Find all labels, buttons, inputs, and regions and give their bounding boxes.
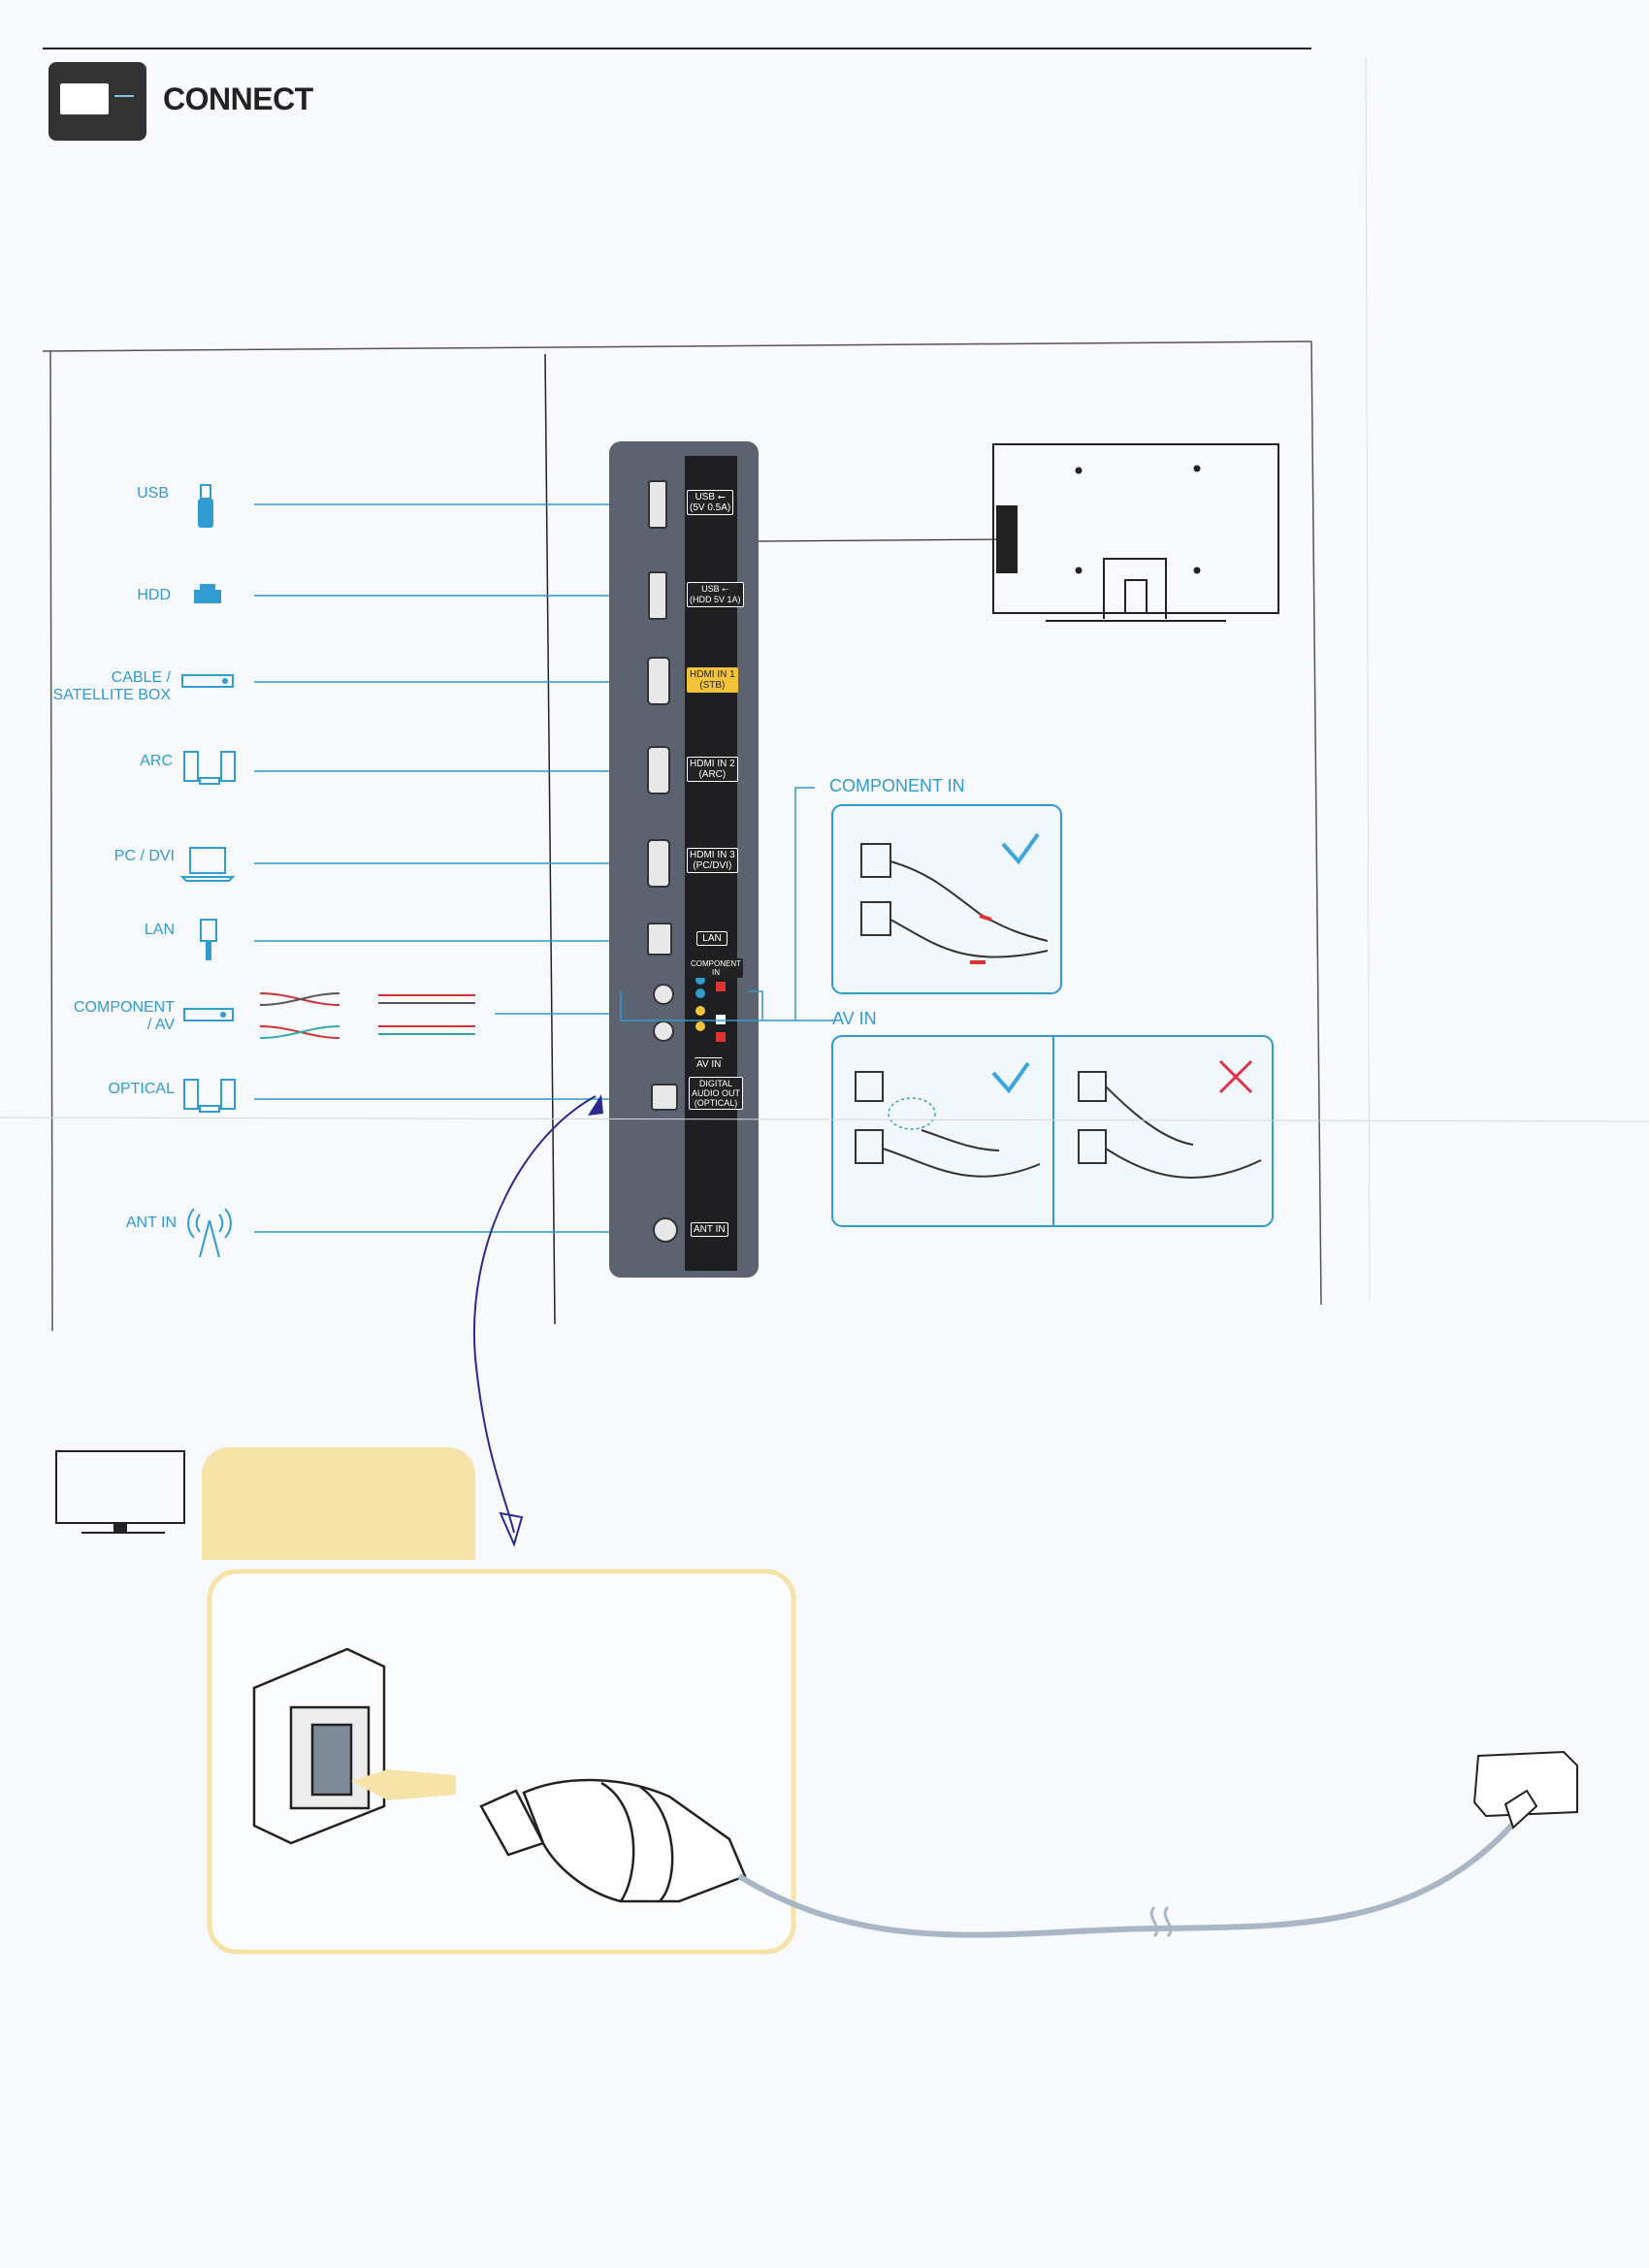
speakers-icon xyxy=(183,751,236,785)
device-label-pc-dvi: PC / DVI xyxy=(113,848,175,864)
port-label-ant-in: ANT IN xyxy=(691,1222,728,1237)
port-label-component-in: COMPONENT IN xyxy=(689,958,743,978)
tv-front-icon xyxy=(55,1450,185,1534)
port-label-lan: LAN xyxy=(696,931,728,946)
port-label-usb-hdd: USB ⭠ (HDD 5V 1A) xyxy=(687,582,744,607)
connect-icon xyxy=(48,62,146,141)
check-mark-icon xyxy=(1001,832,1040,865)
set-top-box-icon xyxy=(181,674,234,688)
device-label-usb: USB xyxy=(137,485,169,502)
device-label-arc: ARC xyxy=(140,753,173,769)
av-receiver-icon xyxy=(183,1008,234,1021)
device-label-ant-in: ANT IN xyxy=(125,1215,177,1231)
device-label-lan: LAN xyxy=(144,922,175,938)
port-label-hdmi-3: HDMI IN 3 (PC/DVI) xyxy=(687,848,738,873)
device-label-component-av: COMPONENT / AV xyxy=(74,999,175,1033)
device-label-hdd: HDD xyxy=(137,587,171,603)
port-label-optical: DIGITAL AUDIO OUT (OPTICAL) xyxy=(689,1077,744,1110)
av-in-title: AV IN xyxy=(832,1009,877,1028)
rca-cables-icon xyxy=(259,992,475,1039)
optical-speakers-icon xyxy=(183,1079,236,1113)
component-in-box xyxy=(831,804,1062,994)
cross-mark-icon xyxy=(1218,1059,1253,1094)
antenna-plug-icon xyxy=(479,1778,747,1903)
laptop-icon xyxy=(179,847,236,882)
device-label-cable-satellite: CABLE / SATELLITE BOX xyxy=(52,669,171,703)
check-mark-icon xyxy=(991,1061,1030,1094)
port-label-usb-1: USB ⭠ (5V 0.5A) xyxy=(687,490,734,515)
device-label-optical: OPTICAL xyxy=(108,1081,175,1097)
antenna-icon xyxy=(187,1208,232,1258)
ethernet-icon xyxy=(200,919,217,960)
port-label-hdmi-1: HDMI IN 1 (STB) xyxy=(687,667,738,693)
wall-socket-icon xyxy=(252,1647,386,1845)
port-label-av-in: AV IN xyxy=(695,1057,724,1071)
wall-outlet-icon xyxy=(1472,1750,1578,1830)
component-in-title: COMPONENT IN xyxy=(829,776,965,795)
page-title: CONNECT xyxy=(163,81,313,116)
usb-icon xyxy=(198,484,213,528)
tv-rear-illustration xyxy=(992,443,1279,622)
port-label-hdmi-2: HDMI IN 2 (ARC) xyxy=(687,757,738,782)
hdd-icon xyxy=(194,584,221,603)
